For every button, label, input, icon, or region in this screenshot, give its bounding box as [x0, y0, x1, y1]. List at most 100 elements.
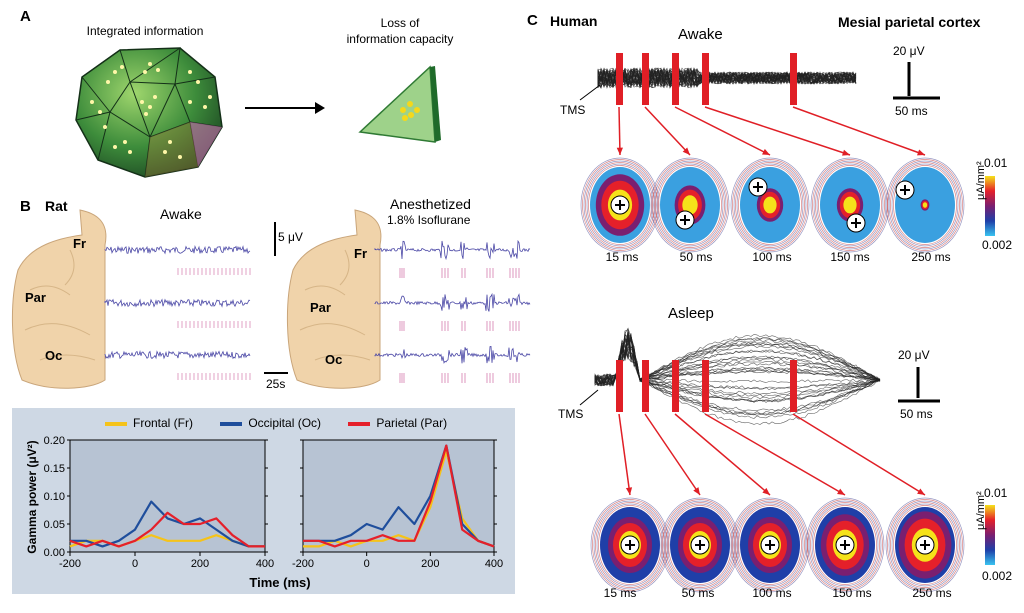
- x-tick-label: 0: [364, 558, 370, 570]
- arrow-asleep: [618, 413, 631, 496]
- time-label-awake-3: 100 ms: [752, 250, 792, 264]
- panel-a-label: A: [20, 8, 31, 25]
- x-tick-label: 200: [191, 558, 209, 570]
- arrow-head: [625, 487, 633, 495]
- scale-ms-awake: 50 ms: [895, 104, 928, 118]
- eeg-trace-awake-human: [597, 67, 857, 89]
- colorbar-awake-unit: μA/mm²: [975, 161, 987, 200]
- time-label-awake-5: 250 ms: [911, 250, 951, 264]
- chart-plot-area: [302, 439, 495, 553]
- eeg-trace-asleep-human: [594, 339, 881, 387]
- arrow-head: [762, 487, 770, 495]
- panel-c-asleep-title: Asleep: [668, 305, 714, 322]
- rat-brain-awake: [11, 209, 107, 389]
- scale-bar-uv-b: [274, 222, 276, 256]
- region-par-awake: Par: [25, 290, 46, 305]
- arrow-asleep: [644, 413, 701, 496]
- arrow-a: [245, 102, 325, 114]
- region-fr-awake: Fr: [73, 236, 86, 251]
- panel-b-anesth-sub: 1.8% Isoflurane: [387, 213, 471, 227]
- cortical-map: [650, 157, 730, 253]
- arrow-head: [762, 148, 770, 155]
- arrow-head: [693, 487, 700, 495]
- scale-time-b: 25s: [266, 377, 286, 391]
- spike-raster-anesth: [399, 268, 520, 278]
- polyhedron-illustration: [75, 46, 223, 178]
- cortical-map: [810, 157, 890, 253]
- region-par-anesth: Par: [310, 300, 331, 315]
- arrow-awake: [618, 106, 621, 156]
- x-tick-label: 400: [485, 558, 503, 570]
- tms-marker-awake: [790, 53, 797, 105]
- rat-eeg-traces: [104, 239, 531, 383]
- arrow-head: [682, 147, 690, 155]
- eeg-trace-asleep-human: [594, 333, 881, 390]
- colorbar-asleep-unit: μA/mm²: [975, 491, 987, 530]
- legend-occipital: Occipital (Oc): [220, 416, 321, 430]
- scale-uv-asleep: 20 μV: [898, 348, 930, 362]
- y-tick-label: 0.10: [44, 491, 65, 503]
- tms-marker-awake: [642, 53, 649, 105]
- colorbar-awake-max: 0.01: [984, 156, 1008, 170]
- time-label-asleep-2: 50 ms: [681, 586, 715, 600]
- cortical-map: [885, 157, 965, 253]
- eeg-trace-asleep-human: [594, 339, 881, 387]
- arrow-asleep: [674, 413, 771, 496]
- tms-pointer-arrow: [579, 389, 599, 406]
- spike-raster-awake: [177, 373, 251, 380]
- tms-label-awake: TMS: [560, 103, 586, 117]
- panel-c-species: Human: [550, 13, 598, 29]
- series-line-parietal: [303, 444, 495, 548]
- colorbar-asleep-min: 0.002: [982, 569, 1013, 583]
- time-label-asleep-3: 100 ms: [752, 586, 792, 600]
- arrow-head: [842, 149, 850, 156]
- cortical-map: [590, 497, 670, 593]
- legend-parietal: Parietal (Par): [348, 416, 447, 430]
- panel-c-label: C: [527, 12, 538, 29]
- time-label-awake-2: 50 ms: [679, 250, 713, 264]
- eeg-trace-awake-human: [597, 68, 857, 88]
- region-oc-anesth: Oc: [325, 352, 343, 367]
- y-tick-label: 0.20: [44, 435, 65, 447]
- time-label-asleep-4: 150 ms: [832, 586, 872, 600]
- time-label-asleep-5: 250 ms: [912, 586, 952, 600]
- time-label-asleep-1: 15 ms: [603, 586, 637, 600]
- spike-raster-awake: [177, 268, 251, 275]
- colorbar-asleep: [985, 505, 995, 565]
- time-label-awake-4: 150 ms: [830, 250, 870, 264]
- eeg-trace-awake: [104, 298, 251, 308]
- arrow-awake: [792, 106, 926, 156]
- legend-frontal: Frontal (Fr): [105, 416, 193, 430]
- tms-marker-awake: [616, 53, 623, 105]
- series-line-occipital: [70, 500, 265, 548]
- y-tick-label: 0.00: [44, 547, 65, 559]
- panel-a-right-caption-1: Loss of: [380, 16, 420, 30]
- time-label-awake-1: 15 ms: [605, 250, 639, 264]
- tms-marker-awake: [672, 53, 679, 105]
- x-tick-label: 0: [132, 558, 138, 570]
- arrow-head: [616, 147, 623, 155]
- eeg-trace-anesth: [374, 292, 531, 312]
- tms-marker-asleep: [642, 360, 649, 412]
- eeg-trace-awake-human: [597, 68, 857, 88]
- arrow-awake: [644, 106, 691, 156]
- region-oc-awake: Oc: [45, 348, 63, 363]
- panel-b-awake-title: Awake: [160, 206, 202, 222]
- arrow-awake: [704, 106, 851, 156]
- eeg-trace-anesth: [374, 346, 531, 364]
- cortical-map: [730, 157, 810, 253]
- chart-legend: Frontal (Fr) Occipital (Oc) Parietal (Pa…: [105, 416, 505, 430]
- chart-xlabel: Time (ms): [249, 575, 311, 590]
- eeg-trace-awake: [104, 349, 251, 360]
- arrow-head: [837, 488, 845, 495]
- panel-c-awake-title: Awake: [678, 26, 723, 43]
- scale-ms-asleep: 50 ms: [900, 407, 933, 421]
- panel-b-species: Rat: [45, 198, 68, 214]
- eeg-trace-anesth: [374, 239, 531, 261]
- spike-raster-awake: [177, 321, 251, 328]
- panel-c-region: Mesial parietal cortex: [838, 14, 981, 30]
- tms-marker-asleep: [790, 360, 797, 412]
- eeg-trace-asleep-human: [594, 337, 881, 387]
